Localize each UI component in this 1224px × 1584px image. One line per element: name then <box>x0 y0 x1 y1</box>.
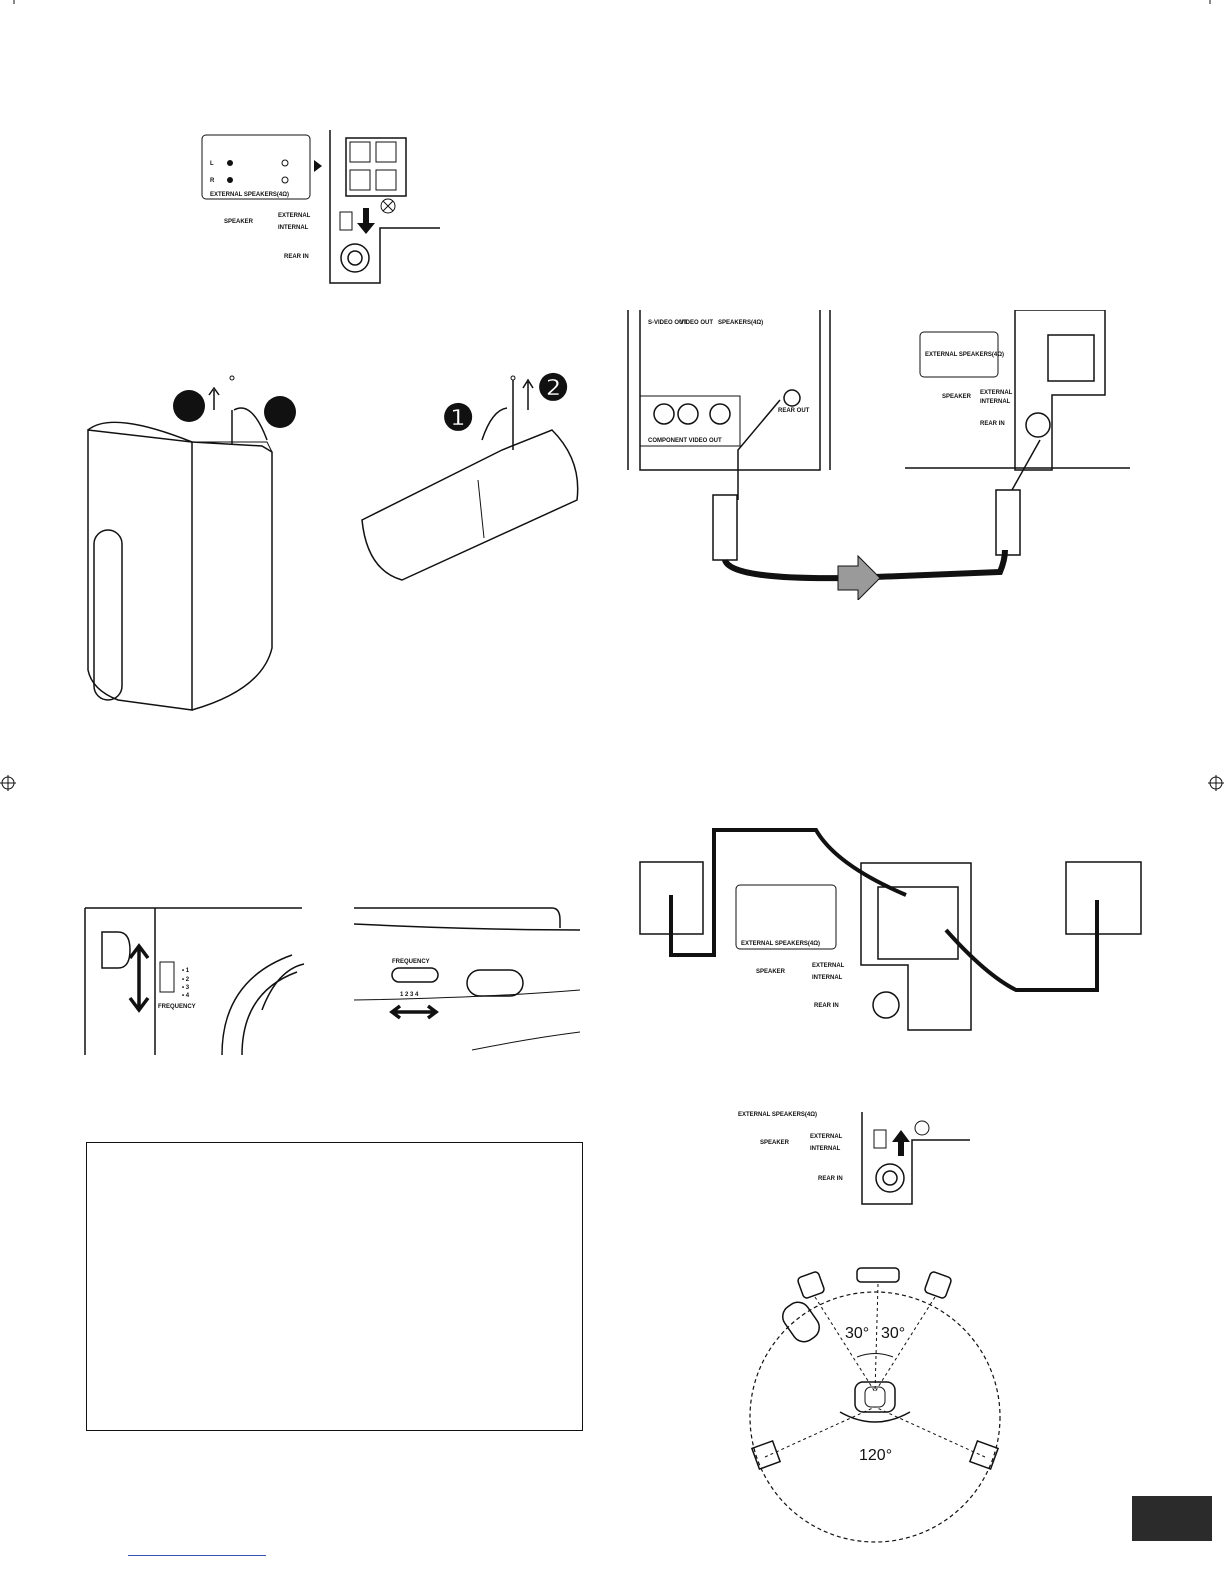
right-angle-label: 30° <box>881 1325 905 1342</box>
rear-in-label-3: REAR IN <box>814 1003 839 1009</box>
internal-label-4: INTERNAL <box>810 1146 841 1152</box>
rear-out-label: REAR OUT <box>778 408 810 414</box>
speaker-label-2: SPEAKER <box>942 394 972 400</box>
rear-in-label: REAR IN <box>284 254 309 260</box>
frequency-label-2: FREQUENCY <box>392 959 430 965</box>
ext-speakers-label-4: EXTERNAL SPEAKERS(4Ω) <box>738 1112 817 1118</box>
rear-in-label-2: REAR IN <box>980 421 1005 427</box>
footer-link-underline[interactable] <box>128 1555 266 1556</box>
video-out-label: VIDEO OUT <box>680 320 713 326</box>
internal-label: INTERNAL <box>278 225 309 231</box>
terminal-r-label: R <box>210 178 215 184</box>
external-speakers-label: EXTERNAL SPEAKERS(4Ω) <box>210 192 289 198</box>
speaker-placement-diagram: 30° 30° 120° <box>749 1267 1001 1543</box>
svg-text:• 1: • 1 <box>182 968 190 974</box>
frequency-numbers: 1 2 3 4 <box>400 992 419 998</box>
component-video-label: COMPONENT VIDEO OUT <box>648 438 722 444</box>
frequency-label-1: FREQUENCY <box>158 1004 196 1010</box>
note-box <box>86 1142 583 1431</box>
internal-label-2: INTERNAL <box>980 399 1011 405</box>
speaker-switch-external-figure: EXTERNAL SPEAKERS(4Ω) SPEAKER EXTERNAL I… <box>738 1112 970 1205</box>
external-speaker-wiring-figure: EXTERNAL SPEAKERS(4Ω) SPEAKER EXTERNAL I… <box>639 828 1142 1031</box>
left-angle-label: 30° <box>845 1325 869 1342</box>
external-label-2: EXTERNAL <box>980 390 1013 396</box>
speaker-label: SPEAKER <box>224 219 254 225</box>
external-label: EXTERNAL <box>278 213 311 219</box>
rear-cable-figure: S-VIDEO OUT VIDEO OUT SPEAKERS(4Ω) COMPO… <box>627 310 1130 600</box>
antenna-figure: ❶ ❷ <box>87 370 579 711</box>
internal-label-3: INTERNAL <box>812 975 843 981</box>
rear-in-label-4: REAR IN <box>818 1176 843 1182</box>
external-label-4: EXTERNAL <box>810 1134 843 1140</box>
frequency-switch-figure: • 1 • 2 • 3 • 4 FREQUENCY FREQUENCY 1 2 … <box>84 907 581 1056</box>
svg-text:• 2: • 2 <box>182 977 190 983</box>
terminal-l-label: L <box>210 161 214 167</box>
external-label-3: EXTERNAL <box>812 963 845 969</box>
step-two-badge: ❷ <box>537 370 569 408</box>
speaker-label-4: SPEAKER <box>760 1140 790 1146</box>
svg-text:• 3: • 3 <box>182 985 190 991</box>
ext-speakers-label-2: EXTERNAL SPEAKERS(4Ω) <box>925 352 1004 358</box>
speaker-label-3: SPEAKER <box>756 969 786 975</box>
s-video-out-label: S-VIDEO OUT <box>648 320 687 326</box>
page-tab <box>1132 1496 1212 1541</box>
speaker-switch-internal-figure: L R EXTERNAL SPEAKERS(4Ω) SPEAKER EXTERN… <box>201 130 440 284</box>
rear-angle-label: 120° <box>859 1447 892 1464</box>
step-one-badge: ❶ <box>442 397 474 438</box>
svg-text:• 4: • 4 <box>182 993 190 999</box>
speakers-label: SPEAKERS(4Ω) <box>718 320 763 326</box>
ext-speakers-label-3: EXTERNAL SPEAKERS(4Ω) <box>741 941 820 947</box>
